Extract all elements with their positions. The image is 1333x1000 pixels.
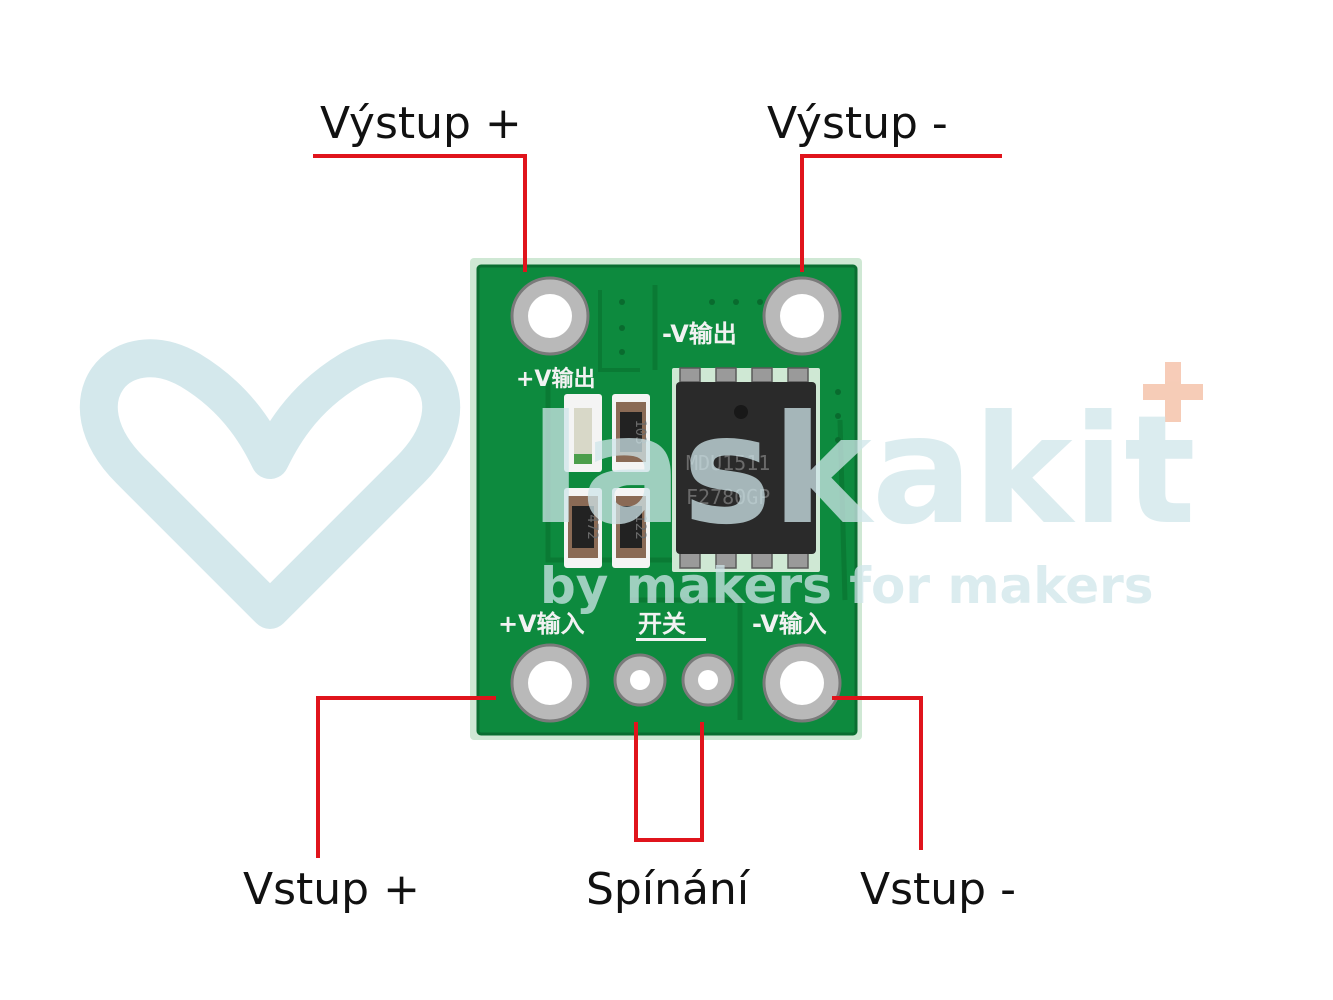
leader-switch <box>634 722 704 842</box>
silk-out-minus: -V输出 <box>662 320 737 348</box>
silk-out-plus: +V输出 <box>516 366 595 392</box>
resistor-right-code: 122 <box>632 514 648 539</box>
leader-output-minus <box>800 154 1002 272</box>
label-output-plus: Výstup + <box>320 98 522 149</box>
leader-input-minus <box>832 696 923 850</box>
label-input-plus: Vstup + <box>243 864 420 915</box>
leader-input-plus <box>316 696 496 858</box>
pad-input-plus <box>510 643 590 723</box>
heart-logo-icon <box>79 339 461 629</box>
resistor-left: 472 <box>564 488 602 568</box>
leader-output-plus <box>313 154 527 272</box>
chip-marking-line1: MDU1511 <box>686 451 770 475</box>
pad-output-plus <box>510 276 590 356</box>
resistor-left-code: 472 <box>584 514 600 539</box>
chip-marking-line2: F2780GP <box>686 485 770 509</box>
pad-input-minus <box>762 643 842 723</box>
leader-lines <box>313 154 1002 858</box>
watermark-tagline: by makers for makers <box>540 557 1154 615</box>
resistor-top: 103 <box>612 394 650 472</box>
pad-switch-1 <box>613 653 667 707</box>
resistor-top-code: 103 <box>632 419 648 444</box>
label-switch: Spínání <box>586 864 751 915</box>
label-input-minus: Vstup - <box>860 864 1016 915</box>
pad-output-minus <box>762 276 842 356</box>
watermark <box>79 339 1203 629</box>
resistor-right: 122 <box>612 488 650 568</box>
plus-mark-icon-bar <box>1143 384 1203 400</box>
silk-in-minus: -V输入 <box>752 610 827 638</box>
label-output-minus: Výstup - <box>767 98 948 149</box>
silk-switch: 开关 <box>638 610 686 638</box>
silk-in-plus: +V输入 <box>498 610 585 638</box>
mosfet-chip: MDU1511 F2780GP <box>672 367 820 572</box>
led-component <box>564 394 602 472</box>
pcb-board: 103 472 122 MDU1511 <box>470 258 862 740</box>
pad-switch-2 <box>681 653 735 707</box>
watermark-brand: laskakit <box>530 384 1196 558</box>
